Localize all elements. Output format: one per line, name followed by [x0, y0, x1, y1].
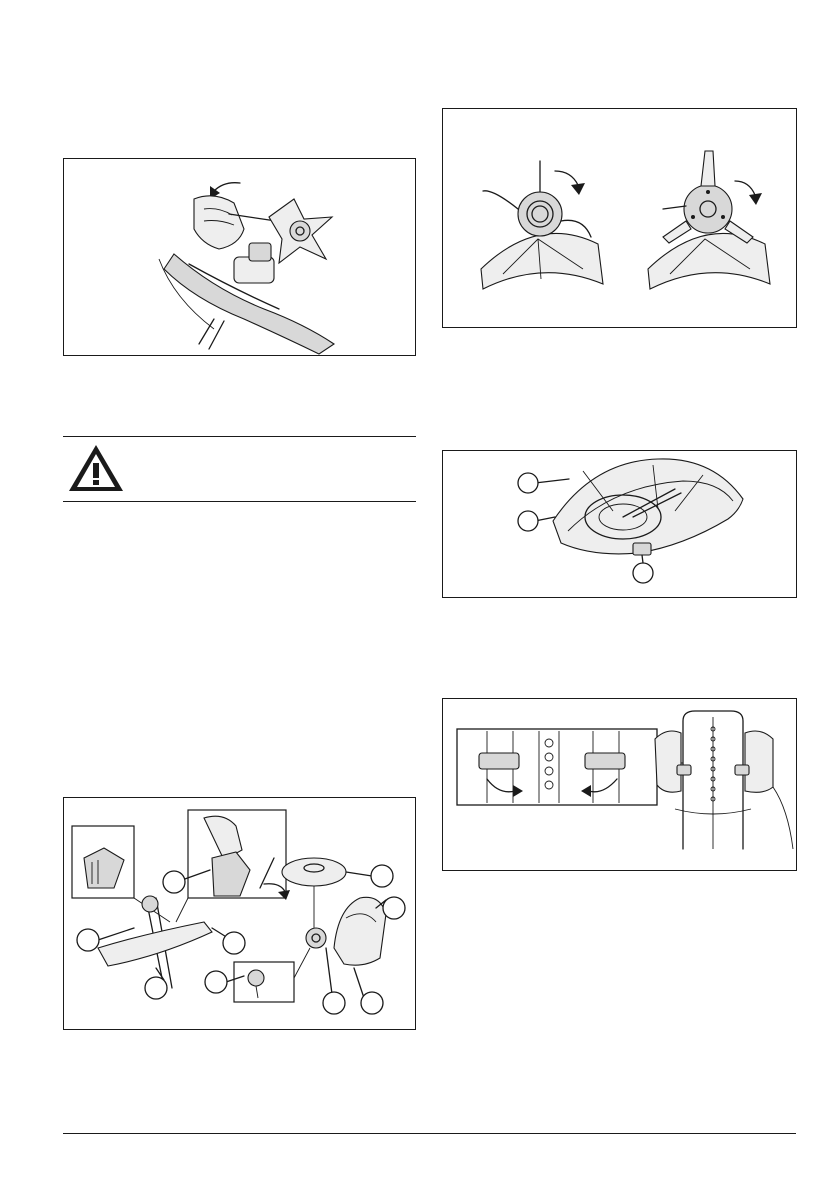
callout-3	[633, 563, 653, 583]
callout-c	[223, 932, 245, 954]
figure-rotation-direction	[442, 108, 797, 328]
callout-1	[518, 473, 538, 493]
warning-top-rule	[63, 436, 416, 437]
callout-f	[371, 865, 393, 887]
rotation-arrow-left-icon	[571, 183, 585, 195]
figure-harness-adjustment	[442, 698, 797, 871]
figure-combination-guard	[442, 450, 797, 598]
figure-guard-assembly	[63, 797, 416, 1030]
trimmer-head	[518, 192, 562, 236]
callout-i	[361, 992, 383, 1014]
callout-h	[323, 992, 345, 1014]
guard-bar	[98, 922, 212, 966]
combination-guard-illustration	[443, 451, 798, 599]
callout-b	[77, 929, 99, 951]
footer-rule	[63, 1133, 796, 1134]
spool-hub	[306, 928, 326, 948]
callout-e	[205, 971, 227, 993]
shoulder-pad-right	[745, 731, 773, 792]
rotation-direction-illustration	[443, 109, 798, 329]
buckle-left	[479, 753, 519, 769]
trimmer-line	[483, 191, 518, 209]
callout-d	[145, 977, 167, 999]
inset-bottom	[234, 962, 294, 1002]
shoulder-pad-left	[655, 731, 681, 792]
rotation-arrow-right-icon	[749, 193, 762, 205]
blade-removal-illustration	[64, 159, 417, 357]
spool-guard	[334, 897, 386, 965]
warning-bottom-rule	[63, 501, 416, 502]
warning-triangle-icon	[66, 442, 126, 494]
blade-tooth	[701, 151, 715, 186]
callout-a	[163, 871, 185, 893]
guard-assembly-illustration	[64, 798, 417, 1031]
buckle-right	[585, 753, 625, 769]
figure-blade-removal	[63, 158, 416, 356]
harness-adjustment-illustration	[443, 699, 798, 872]
callout-2	[518, 511, 538, 531]
callout-g	[383, 897, 405, 919]
guard-body	[553, 459, 743, 554]
guard-clip	[633, 543, 651, 555]
hand-shape	[194, 196, 244, 249]
